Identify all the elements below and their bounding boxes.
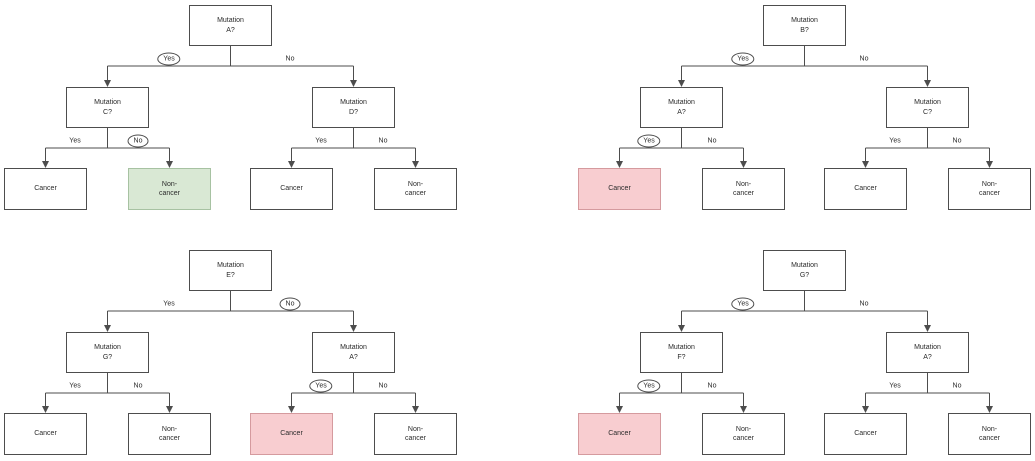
leaf-label: Cancer xyxy=(280,430,303,438)
node-label: Mutation A? xyxy=(668,99,695,116)
root-node: Mutation A? xyxy=(189,5,272,46)
branch-label-yes: Yes xyxy=(69,137,81,145)
leaf-node: Non-cancer xyxy=(948,168,1031,210)
leaf-node: Non-cancer xyxy=(128,413,211,455)
right-decision-node: Mutation D? xyxy=(312,87,395,128)
decision-tree-1: Mutation A? Yes No Mutation C? Mutation … xyxy=(0,5,461,217)
leaf-label: Non-cancer xyxy=(158,180,180,197)
tree-connectors xyxy=(616,291,993,413)
right-decision-node: Mutation A? xyxy=(312,332,395,373)
branch-label-no: No xyxy=(952,137,962,145)
leaf-node: Cancer xyxy=(824,168,907,210)
node-label: Mutation E? xyxy=(217,262,244,279)
root-node: Mutation G? xyxy=(763,250,846,291)
leaf-node: Non-cancer xyxy=(702,413,785,455)
node-label: Mutation F? xyxy=(668,344,695,361)
node-label: Mutation B? xyxy=(791,17,818,34)
tree-connectors xyxy=(616,46,993,168)
leaf-label: Non-cancer xyxy=(978,425,1000,442)
branch-label-no: No xyxy=(127,134,149,148)
branch-label-yes: Yes xyxy=(637,379,661,393)
branch-label-yes: Yes xyxy=(731,52,755,66)
branch-label-yes: Yes xyxy=(69,382,81,390)
leaf-label: Cancer xyxy=(854,185,877,193)
left-decision-node: Mutation F? xyxy=(640,332,723,373)
branch-label-yes: Yes xyxy=(889,382,901,390)
branch-label-yes: Yes xyxy=(731,297,755,311)
leaf-node: Non-cancer xyxy=(374,168,457,210)
branch-label-yes: Yes xyxy=(163,300,175,308)
branch-label-yes: Yes xyxy=(157,52,181,66)
leaf-node: Cancer xyxy=(824,413,907,455)
leaf-node: Cancer xyxy=(578,168,661,210)
leaf-node: Cancer xyxy=(4,168,87,210)
node-label: Mutation A? xyxy=(217,17,244,34)
decision-tree-3: Mutation E? Yes No Mutation G? Mutation … xyxy=(0,250,461,461)
branch-label-no: No xyxy=(279,297,301,311)
branch-label-yes: Yes xyxy=(637,134,661,148)
leaf-label: Non-cancer xyxy=(404,425,426,442)
tree-connectors xyxy=(42,291,419,413)
branch-label-no: No xyxy=(707,382,717,390)
node-label: Mutation A? xyxy=(914,344,941,361)
branch-label-no: No xyxy=(285,55,295,63)
branch-label-yes: Yes xyxy=(309,379,333,393)
leaf-label: Cancer xyxy=(608,185,631,193)
leaf-node: Non-cancer xyxy=(702,168,785,210)
branch-label-no: No xyxy=(952,382,962,390)
branch-label-no: No xyxy=(378,137,388,145)
node-label: Mutation G? xyxy=(94,344,121,361)
node-label: Mutation D? xyxy=(340,99,367,116)
tree-connectors xyxy=(42,46,419,168)
leaf-label: Non-cancer xyxy=(978,180,1000,197)
branch-label-yes: Yes xyxy=(315,137,327,145)
leaf-label: Cancer xyxy=(854,430,877,438)
leaf-label: Cancer xyxy=(34,430,57,438)
decision-tree-2: Mutation B? Yes No Mutation A? Mutation … xyxy=(574,5,1035,217)
branch-label-no: No xyxy=(859,300,869,308)
leaf-node: Non-cancer xyxy=(948,413,1031,455)
branch-label-no: No xyxy=(707,137,717,145)
left-decision-node: Mutation G? xyxy=(66,332,149,373)
left-decision-node: Mutation A? xyxy=(640,87,723,128)
leaf-node: Cancer xyxy=(4,413,87,455)
leaf-label: Non-cancer xyxy=(158,425,180,442)
left-decision-node: Mutation C? xyxy=(66,87,149,128)
leaf-label: Cancer xyxy=(280,185,303,193)
leaf-node: Cancer xyxy=(250,168,333,210)
leaf-label: Non-cancer xyxy=(404,180,426,197)
leaf-node: Non-cancer xyxy=(128,168,211,210)
leaf-label: Non-cancer xyxy=(732,180,754,197)
node-label: Mutation C? xyxy=(914,99,941,116)
right-decision-node: Mutation C? xyxy=(886,87,969,128)
decision-tree-4: Mutation G? Yes No Mutation F? Mutation … xyxy=(574,250,1035,461)
root-node: Mutation B? xyxy=(763,5,846,46)
branch-label-no: No xyxy=(133,382,143,390)
node-label: Mutation A? xyxy=(340,344,367,361)
leaf-label: Non-cancer xyxy=(732,425,754,442)
node-label: Mutation G? xyxy=(791,262,818,279)
leaf-node: Cancer xyxy=(578,413,661,455)
branch-label-no: No xyxy=(378,382,388,390)
right-decision-node: Mutation A? xyxy=(886,332,969,373)
leaf-label: Cancer xyxy=(608,430,631,438)
leaf-node: Cancer xyxy=(250,413,333,455)
root-node: Mutation E? xyxy=(189,250,272,291)
branch-label-no: No xyxy=(859,55,869,63)
leaf-node: Non-cancer xyxy=(374,413,457,455)
leaf-label: Cancer xyxy=(34,185,57,193)
node-label: Mutation C? xyxy=(94,99,121,116)
branch-label-yes: Yes xyxy=(889,137,901,145)
